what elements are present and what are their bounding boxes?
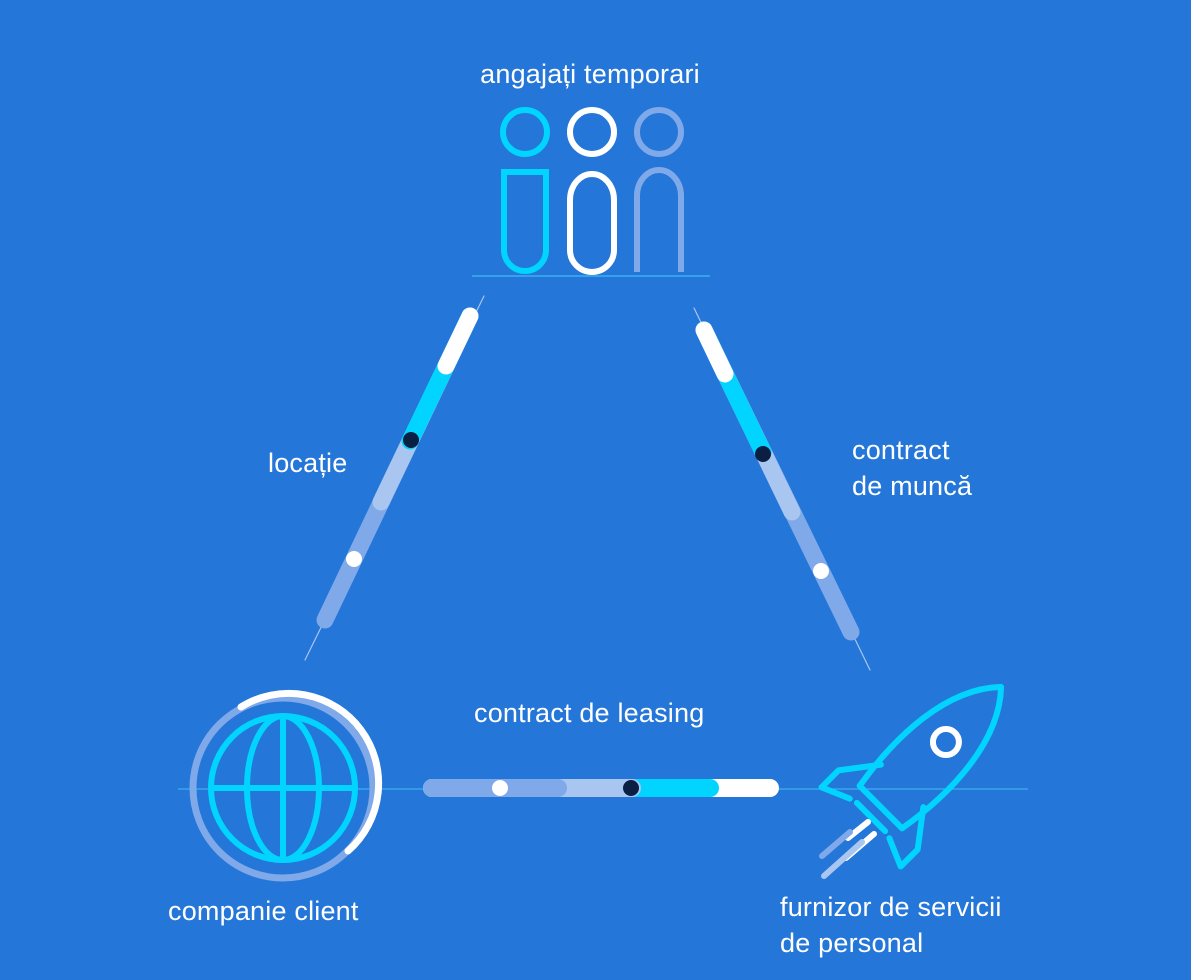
node-label-staffing-provider: furnizor de servicii de personal <box>780 889 1002 961</box>
node-label-temporary-employees: angajați temporari <box>480 59 700 89</box>
globe-icon <box>189 689 383 882</box>
edge-label-employment-contract-line2: de muncă <box>852 471 973 501</box>
node-label-client-company: companie client <box>168 896 359 926</box>
node-label-staffing-provider-line2: de personal <box>780 928 924 958</box>
rocket-icon <box>818 683 1005 879</box>
node-label-staffing-provider-line1: furnizor de servicii <box>780 892 1002 922</box>
people-icon <box>500 107 684 275</box>
edge-label-employment-contract: contract de muncă <box>852 432 972 504</box>
edge-label-employment-contract-line1: contract <box>852 435 950 465</box>
left-edge <box>304 295 485 661</box>
edge-label-leasing-contract: contract de leasing <box>474 698 705 728</box>
edge-label-location: locație <box>268 448 348 478</box>
right-edge <box>693 307 871 671</box>
bottom-edge <box>423 779 779 797</box>
